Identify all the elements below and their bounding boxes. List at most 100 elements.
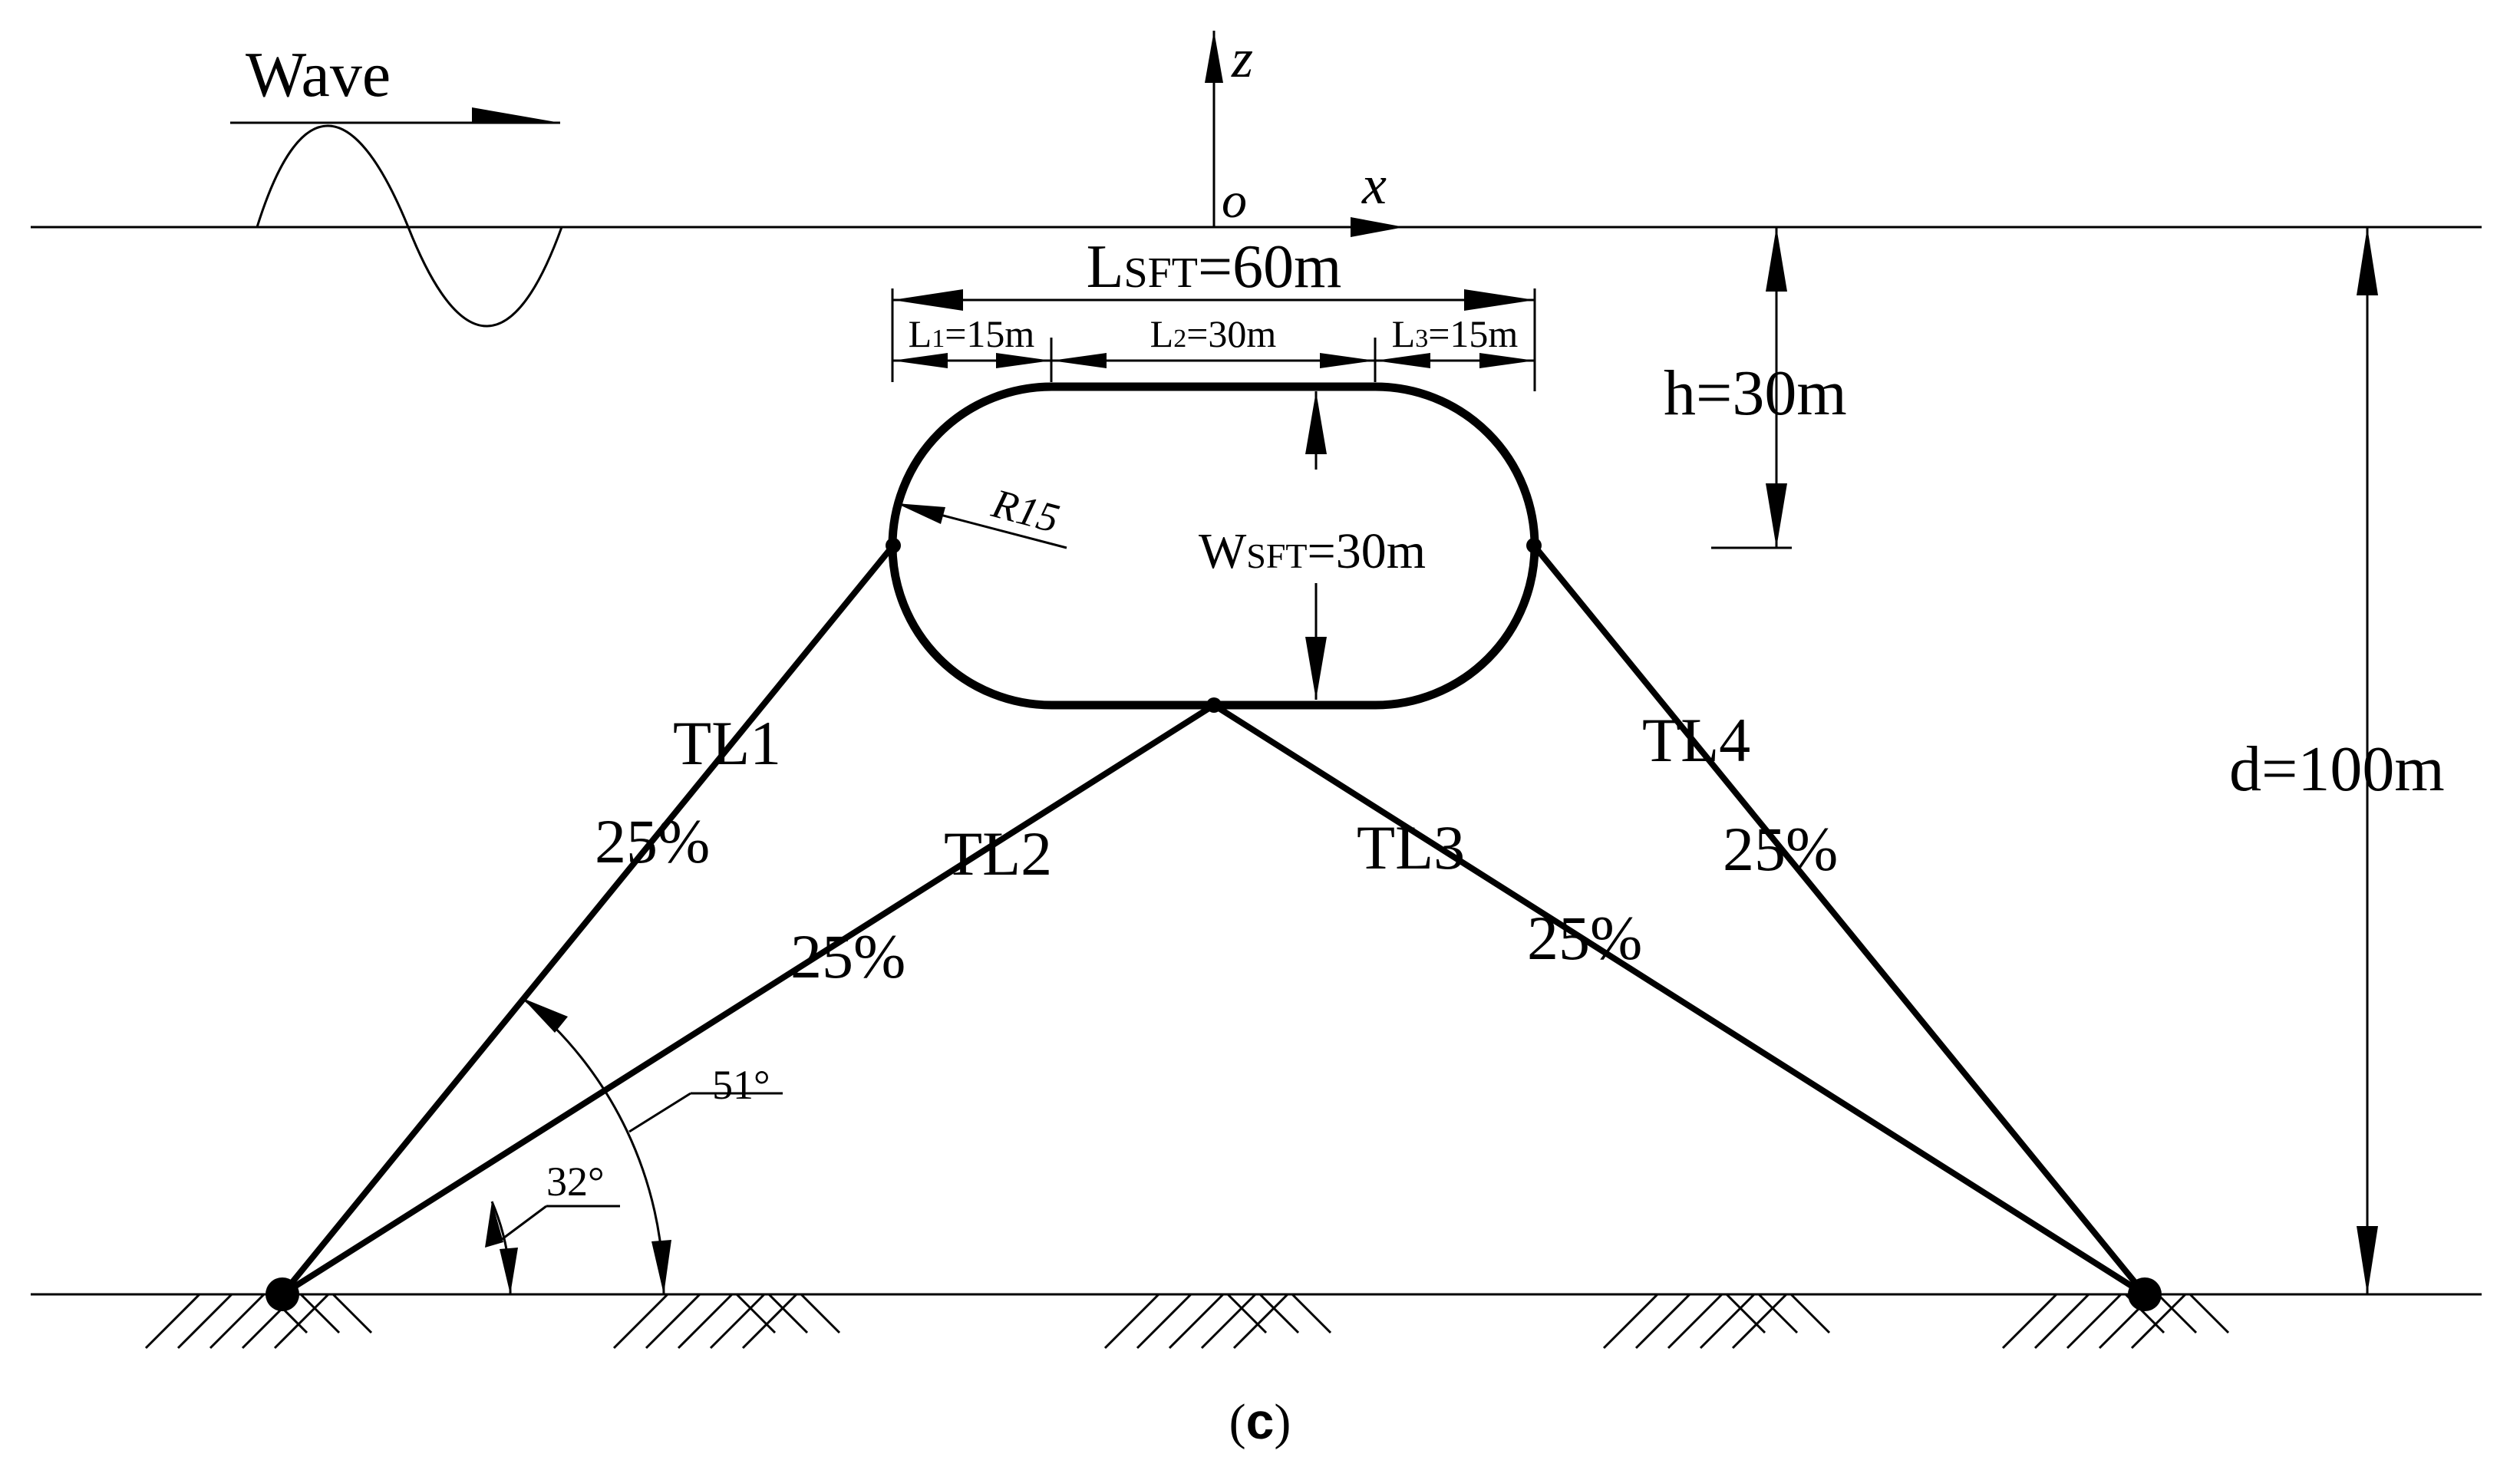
seabed-hatch-stroke — [2098, 1293, 2155, 1350]
seabed-hatch-stroke — [767, 1293, 809, 1334]
tether-tl2-percent: 25% — [790, 921, 905, 991]
angle-arc-large — [522, 997, 665, 1295]
tether-tl1-label: TL1 — [673, 708, 781, 778]
seabed-hatch-stroke — [1602, 1293, 1659, 1350]
submergence-arrow-bottom — [1766, 483, 1787, 548]
seabed-hatch-stroke — [241, 1293, 298, 1350]
origin-label: o — [1222, 173, 1247, 229]
total-length-arrow-left — [892, 289, 963, 311]
seabed-hatch-stroke — [709, 1293, 766, 1350]
x-axis-arrowhead — [1351, 217, 1404, 237]
radius-annotation: R15 — [896, 480, 1067, 549]
angle-large-leader — [628, 1092, 691, 1133]
tether-tl3 — [1212, 702, 2147, 1297]
seabed-hatch-stroke — [1291, 1293, 1332, 1334]
angle-small-leader — [500, 1205, 547, 1241]
radius-label: R15 — [987, 480, 1064, 542]
wave-direction-arrowhead — [472, 107, 560, 123]
tether-tl4-percent: 25% — [1723, 814, 1838, 884]
width-arrow-bottom — [1305, 637, 1327, 700]
seabed-hatch-stroke — [645, 1293, 701, 1350]
radius-arrowhead — [896, 503, 945, 524]
seabed-hatch-stroke — [331, 1293, 373, 1334]
tether-tl3-label: TL3 — [1357, 813, 1465, 882]
tethers — [279, 543, 2148, 1297]
fairlead-left — [886, 538, 901, 553]
seabed-hatch-stroke — [677, 1293, 734, 1350]
seabed-hatch-stroke — [612, 1293, 669, 1350]
z-axis-label: z — [1231, 28, 1253, 89]
angle-small-arrow-a — [500, 1248, 518, 1294]
wave-label: Wave — [246, 39, 391, 110]
total-length-label: LSFT=60m — [1087, 233, 1342, 301]
wave-symbol: Wave — [230, 39, 563, 328]
seabed-hatch-stroke — [299, 1293, 341, 1334]
seabed-hatch-stroke — [2033, 1293, 2090, 1350]
length-dimensions: LSFT=60m L1=15m L2=30m L3=15m — [891, 233, 1536, 391]
width-label: WSFT=30m — [1199, 523, 1426, 579]
coordinate-axes: z x o — [1205, 28, 1404, 237]
seabed-hatch-stroke — [1731, 1293, 1788, 1350]
angle-large-label: 51° — [712, 1062, 770, 1108]
l2-arrow-right — [1320, 353, 1375, 368]
water-depth-arrow-top — [2357, 227, 2378, 295]
total-length-arrow-right — [1464, 289, 1535, 311]
seabed-hatch-stroke — [1634, 1293, 1691, 1350]
width-arrow-top — [1305, 391, 1327, 454]
seabed-hatch-stroke — [1168, 1293, 1225, 1350]
tether-tl4-label: TL4 — [1642, 705, 1750, 775]
seabed-hatch-stroke — [735, 1293, 777, 1334]
seabed-hatch-stroke — [1200, 1293, 1257, 1350]
seabed-hatch-stroke — [176, 1293, 233, 1350]
l2-label: L2=30m — [1150, 312, 1277, 355]
l3-arrow-left — [1375, 353, 1430, 368]
l1-arrow-left — [892, 353, 948, 368]
seabed-hatch-stroke — [1789, 1293, 1831, 1334]
seabed-hatch-stroke — [1136, 1293, 1192, 1350]
angle-annotations: 32° 51° — [485, 997, 783, 1295]
x-axis-label: x — [1361, 154, 1387, 216]
water-depth-dimension: d=100m — [2229, 227, 2445, 1294]
seabed-hatch-stroke — [2124, 1293, 2165, 1334]
seabed-hatch-stroke — [1232, 1293, 1289, 1350]
water-depth-label: d=100m — [2229, 733, 2445, 805]
l1-label: L1=15m — [909, 312, 1035, 355]
tether-tl3-percent: 25% — [1527, 903, 1642, 973]
submergence-arrow-top — [1766, 227, 1787, 292]
seabed-hatch-stroke — [209, 1293, 266, 1350]
angle-large-arrow-a — [651, 1240, 671, 1294]
l3-label: L3=15m — [1392, 312, 1519, 355]
seabed-hatch-stroke — [144, 1293, 201, 1350]
tether-tl1-percent: 25% — [595, 806, 710, 876]
seabed-hatch-stroke — [2130, 1293, 2187, 1350]
seabed-hatch-stroke — [1757, 1293, 1799, 1334]
seabed-hatch-stroke — [1725, 1293, 1766, 1334]
seabed-hatch-stroke — [1103, 1293, 1160, 1350]
figure-caption: (c) — [1229, 1393, 1291, 1450]
seabed-hatch-stroke — [2156, 1293, 2198, 1334]
l3-arrow-right — [1479, 353, 1535, 368]
seabed-hatch-stroke — [2001, 1293, 2058, 1350]
angle-large-arrow-b — [523, 998, 568, 1033]
seabed-hatch-stroke — [741, 1293, 798, 1350]
seabed-hatch-stroke — [1699, 1293, 1756, 1350]
seabed-hatch-stroke — [1667, 1293, 1723, 1350]
seabed-hatch-stroke — [2189, 1293, 2230, 1334]
fairlead-right — [1526, 538, 1542, 553]
tether-tl1 — [279, 543, 896, 1297]
submergence-dimension: h=30m — [1664, 227, 1847, 549]
total-length-symbol: L — [1087, 233, 1124, 301]
seabed-hatch-stroke — [273, 1293, 330, 1350]
submergence-label: h=30m — [1664, 358, 1847, 429]
seabed-hatch-stroke — [267, 1293, 308, 1334]
seabed-hatch-stroke — [1226, 1293, 1268, 1334]
seabed-hatch-stroke — [2066, 1293, 2123, 1350]
total-length-subscript: SFT — [1124, 249, 1199, 297]
water-depth-arrow-bottom — [2357, 1226, 2378, 1294]
total-length-value: =60m — [1198, 233, 1341, 301]
seabed-hatch-stroke — [1258, 1293, 1300, 1334]
l2-arrow-left — [1051, 353, 1107, 368]
z-axis-arrowhead — [1205, 31, 1223, 83]
seabed-hatching — [144, 1293, 2230, 1350]
